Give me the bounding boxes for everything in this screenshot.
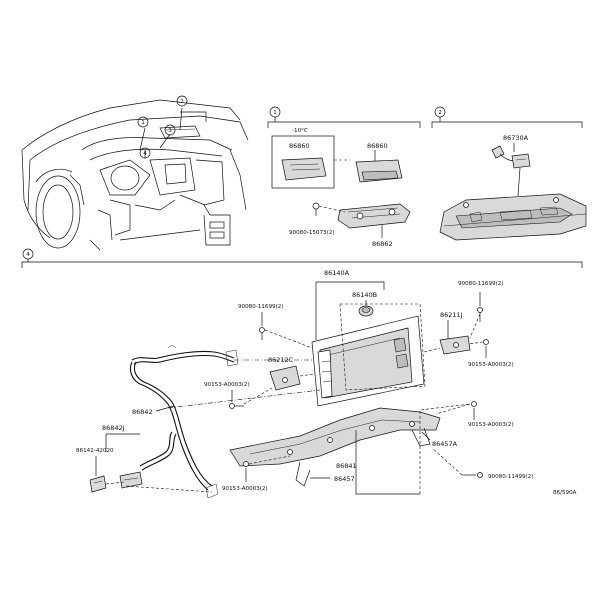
part-90153-A0003-right-mid: 90153-A0003(2) bbox=[468, 362, 514, 368]
svg-text:2: 2 bbox=[180, 99, 184, 105]
part-86457: 86457 bbox=[334, 475, 355, 483]
part-90080-11699-left: 90080-11699(2) bbox=[238, 304, 284, 310]
part-86211J-bracket-shape bbox=[439, 335, 471, 355]
bolt-right-top bbox=[477, 307, 483, 313]
part-86841: 86841 bbox=[336, 462, 357, 470]
part-86730A-connector-shape bbox=[491, 145, 531, 169]
svg-text:4: 4 bbox=[26, 252, 30, 258]
callout-4-dashboard bbox=[139, 147, 151, 159]
section-1-bracket: 1 bbox=[267, 106, 421, 128]
bolt-left-mid bbox=[229, 403, 244, 409]
part-86211J: 86211J bbox=[440, 311, 463, 319]
bolt-left-top bbox=[259, 327, 265, 340]
part-86140B-knob-shape bbox=[358, 305, 374, 317]
part-86730A: 86730A bbox=[503, 134, 529, 142]
figure-code: 86/590A bbox=[553, 490, 577, 496]
part-86842J-harness-shape bbox=[119, 431, 177, 489]
callout-1-dashboard: 1 bbox=[137, 116, 149, 128]
callout-2-dashboard: 2 bbox=[176, 95, 188, 107]
part-90153-A0003-right-low: 90153-A0003(2) bbox=[468, 422, 514, 428]
part-86842J: 86842J bbox=[102, 424, 125, 432]
section-4-bracket: 4 bbox=[21, 248, 583, 268]
part-90153-A0003-left-mid: 90153-A0003(2) bbox=[204, 382, 250, 388]
part-86140A-display-shape bbox=[311, 315, 425, 407]
part-90153-A0003-bottom-left: 90153-A0003(2) bbox=[222, 486, 268, 492]
part-86860-a: 86860 bbox=[289, 142, 310, 150]
part-86842-harness-shape bbox=[129, 345, 312, 499]
part-86140A: 86140A bbox=[324, 269, 350, 277]
callout-3-dashboard: 3 bbox=[164, 124, 176, 136]
part-86212C-bracket-shape bbox=[269, 365, 301, 391]
callout-4-dashboard-label: 4 bbox=[143, 151, 147, 157]
part-86142-42020-connector-shape bbox=[89, 475, 107, 493]
svg-text:1: 1 bbox=[141, 120, 145, 126]
part-86212C: 86212C bbox=[268, 356, 294, 364]
temperature-note: -10°C bbox=[292, 128, 308, 134]
bolt-bottom-right bbox=[462, 472, 483, 478]
part-86142-42020: 86142-42020 bbox=[76, 448, 114, 454]
svg-text:2: 2 bbox=[438, 110, 442, 116]
part-86842: 86842 bbox=[132, 408, 153, 416]
part-90080-15073: 90080-15073(2) bbox=[289, 230, 335, 236]
part-86862: 86862 bbox=[372, 240, 393, 248]
part-86860-b: 86860 bbox=[367, 142, 388, 150]
overhead-console-unit bbox=[439, 193, 587, 241]
part-86140B: 86140B bbox=[352, 291, 377, 299]
svg-text:3: 3 bbox=[168, 128, 172, 134]
part-90080-11499: 90080-11499(2) bbox=[488, 474, 534, 480]
dashboard-overview-illustration bbox=[21, 99, 249, 251]
bolt-right-low bbox=[471, 401, 477, 420]
bolt-90080-15073 bbox=[312, 202, 320, 216]
part-86860-a-shape bbox=[281, 157, 327, 181]
section-2-bracket: 2 bbox=[431, 106, 583, 128]
bolt-bottom-left bbox=[243, 461, 249, 482]
section-1-inset-box bbox=[271, 135, 335, 189]
part-86457A: 86457A bbox=[432, 440, 458, 448]
svg-text:1: 1 bbox=[273, 110, 277, 116]
part-90080-11699-right: 90080-11699(2) bbox=[458, 281, 504, 287]
part-86841-bracket-shape bbox=[229, 407, 441, 487]
